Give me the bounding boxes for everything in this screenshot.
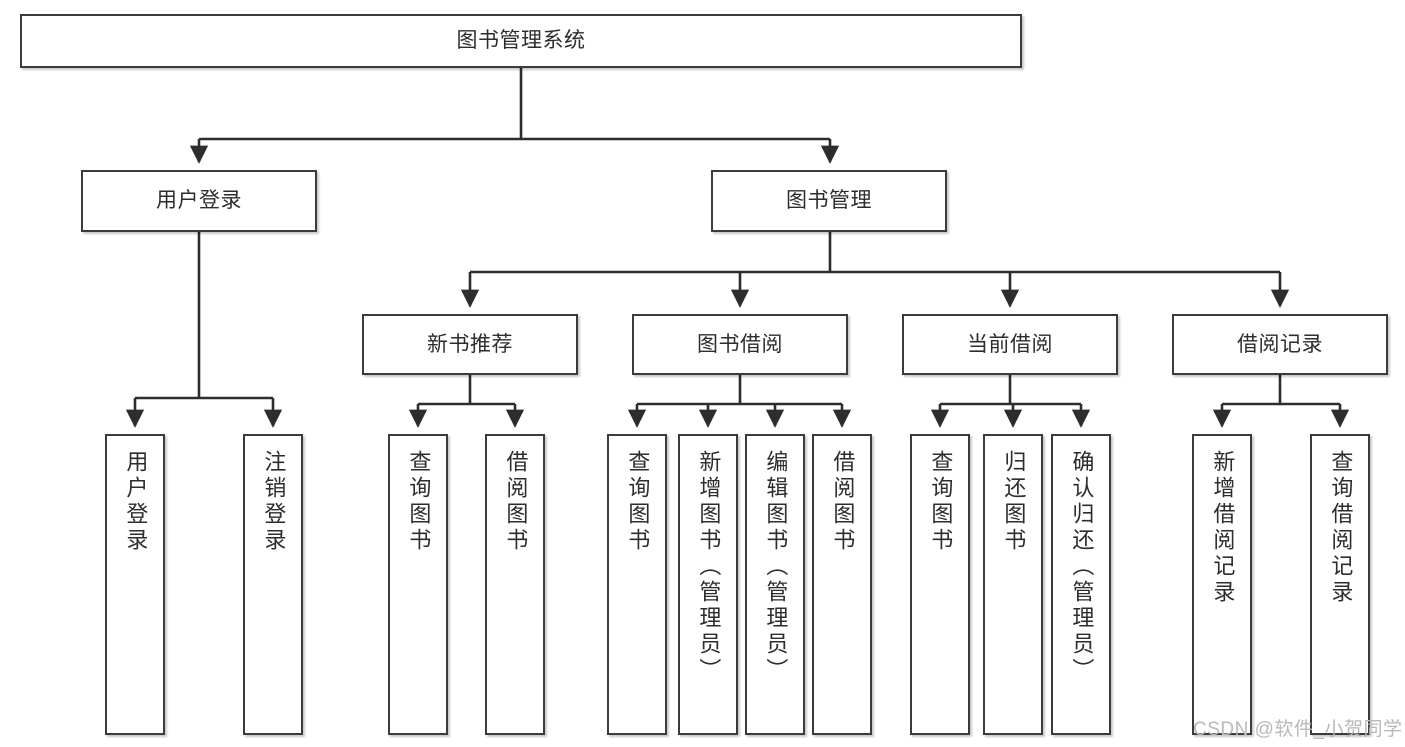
leaf-query-book-2[interactable]: 查询图书 [607,434,667,735]
leaf-query-record[interactable]: 查询借阅记录 [1310,434,1370,735]
node-book-manage-label: 图书管理 [786,189,872,213]
leaf-add-book[interactable]: 新增图书（管理员） [678,434,738,735]
leaf-logout-label: 注销登录 [261,450,287,554]
leaf-add-record-label: 新增借阅记录 [1210,450,1236,606]
node-book-borrow-label: 图书借阅 [697,332,783,356]
leaf-return-book-label: 归还图书 [1001,450,1027,554]
node-root[interactable]: 图书管理系统 [20,14,1022,68]
leaf-user-login[interactable]: 用户登录 [105,434,165,735]
node-current-borrow-label: 当前借阅 [967,332,1053,356]
leaf-borrow-book-1-label: 借阅图书 [503,450,529,554]
leaf-confirm-return-label: 确认归还（管理员） [1069,450,1095,684]
leaf-user-login-label: 用户登录 [123,450,149,554]
leaf-edit-book[interactable]: 编辑图书（管理员） [745,434,805,735]
leaf-query-book-1-label: 查询图书 [406,450,432,554]
node-book-borrow[interactable]: 图书借阅 [632,314,848,375]
leaf-logout[interactable]: 注销登录 [243,434,303,735]
node-user-login-label: 用户登录 [156,189,242,213]
leaf-return-book[interactable]: 归还图书 [983,434,1043,735]
node-current-borrow[interactable]: 当前借阅 [902,314,1118,375]
node-new-book-recommend[interactable]: 新书推荐 [362,314,578,375]
node-user-login[interactable]: 用户登录 [81,170,317,232]
node-book-manage[interactable]: 图书管理 [711,170,947,232]
node-borrow-record-label: 借阅记录 [1237,332,1323,356]
leaf-add-record[interactable]: 新增借阅记录 [1192,434,1252,735]
node-new-book-recommend-label: 新书推荐 [427,332,513,356]
leaf-query-record-label: 查询借阅记录 [1328,450,1354,606]
leaf-query-book-3[interactable]: 查询图书 [910,434,970,735]
leaf-query-book-3-label: 查询图书 [928,450,954,554]
leaf-edit-book-label: 编辑图书（管理员） [763,450,789,684]
watermark: CSDN @软件_小贺同学 [1193,719,1403,740]
leaf-add-book-label: 新增图书（管理员） [696,450,722,684]
leaf-borrow-book-1[interactable]: 借阅图书 [485,434,545,735]
node-borrow-record[interactable]: 借阅记录 [1172,314,1388,375]
leaf-query-book-2-label: 查询图书 [625,450,651,554]
leaf-confirm-return[interactable]: 确认归还（管理员） [1051,434,1111,735]
leaf-borrow-book-2-label: 借阅图书 [830,450,856,554]
node-root-label: 图书管理系统 [456,29,586,53]
leaf-borrow-book-2[interactable]: 借阅图书 [812,434,872,735]
leaf-query-book-1[interactable]: 查询图书 [388,434,448,735]
